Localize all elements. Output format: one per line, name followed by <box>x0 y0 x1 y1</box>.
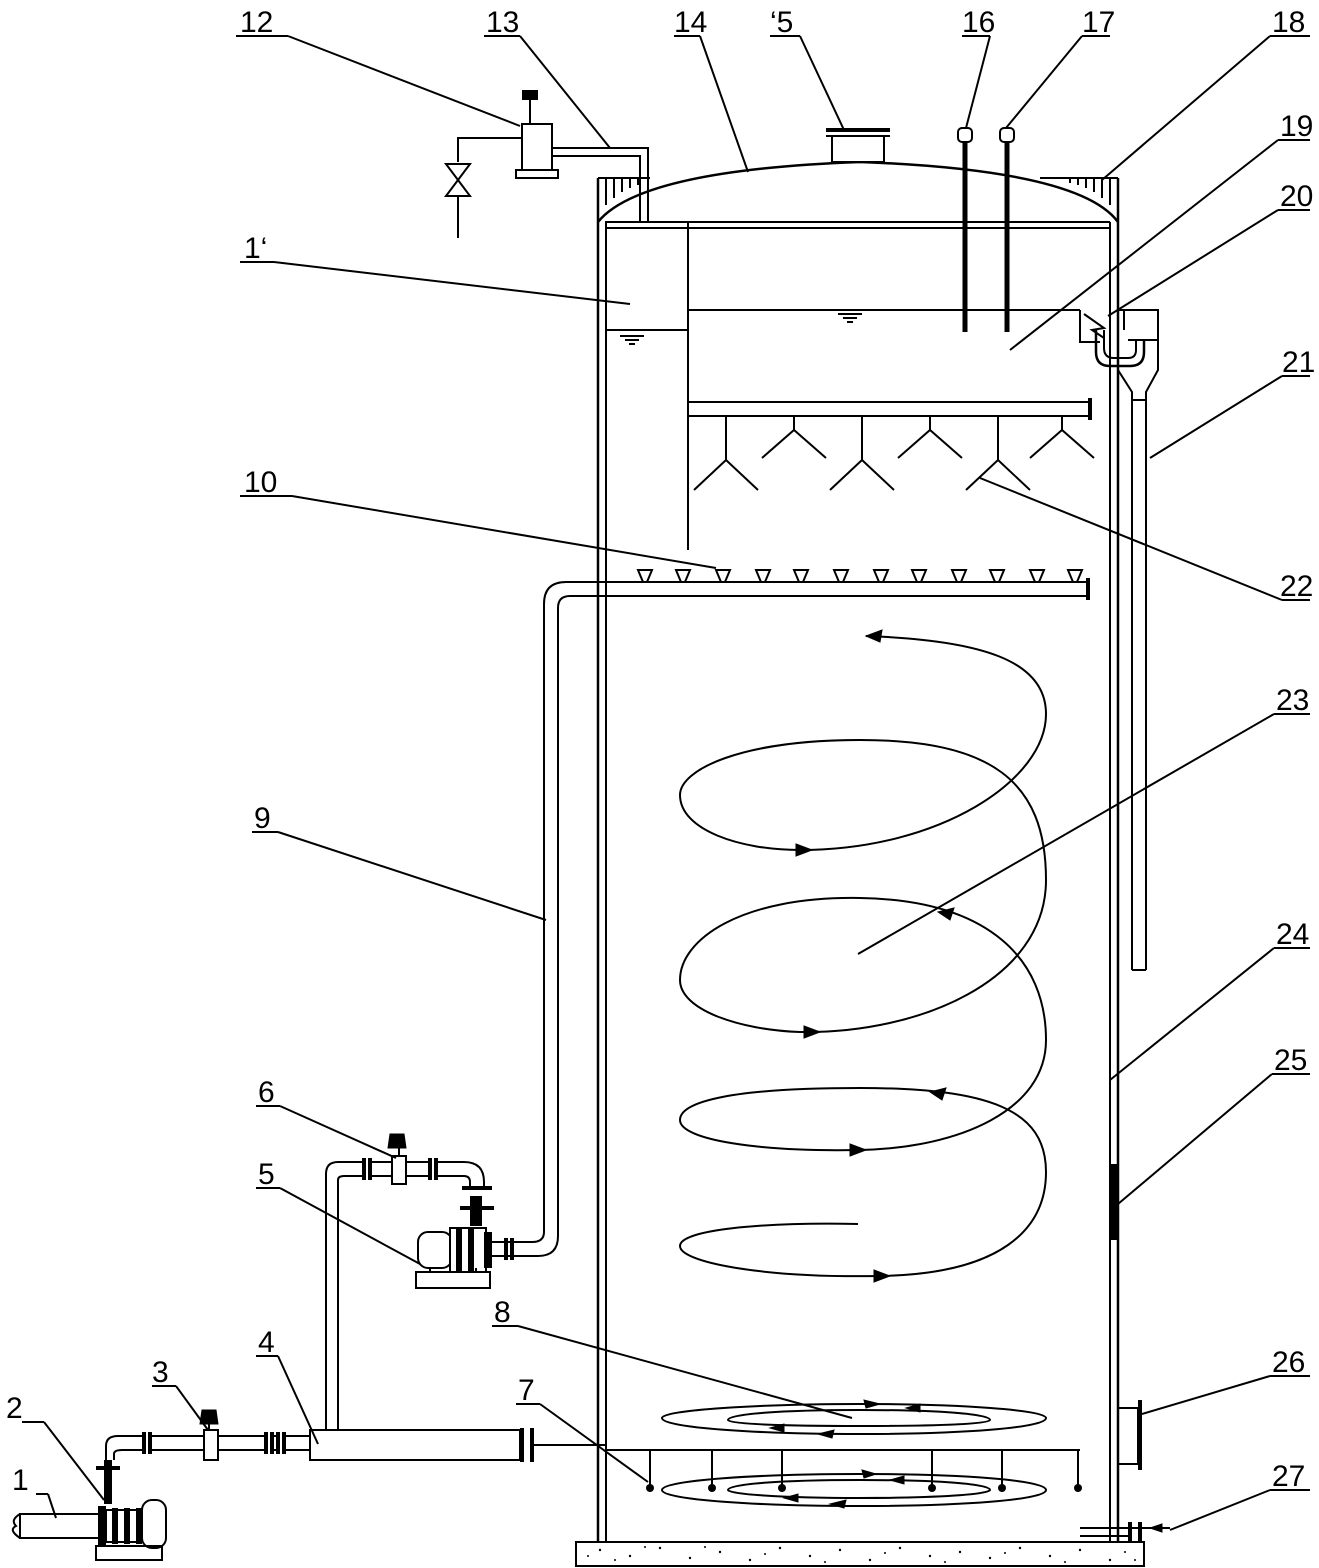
label-14: 14 <box>674 6 707 39</box>
gas-collector-box <box>605 221 1080 550</box>
distribution-header <box>543 569 1090 920</box>
label-13: 13 <box>486 6 519 39</box>
level-probes <box>957 127 1015 332</box>
inlet-pump <box>11 1435 167 1561</box>
side-manhole <box>1117 1400 1142 1470</box>
label-17: 17 <box>1082 6 1115 39</box>
label-20: 20 <box>1280 180 1313 213</box>
gas-outlet-line <box>444 90 649 238</box>
foundation-base <box>575 1541 1145 1567</box>
label-18: 18 <box>1272 6 1305 39</box>
spiral-flow <box>678 629 1048 1283</box>
label-26: 26 <box>1272 1346 1305 1379</box>
riser-pipe <box>518 920 559 1257</box>
label-24: 24 <box>1276 918 1309 951</box>
label-9: 9 <box>254 802 271 835</box>
top-manhole <box>826 128 890 163</box>
label-22: 22 <box>1280 570 1313 603</box>
spray-header <box>688 398 1095 491</box>
label-21: 21 <box>1282 346 1315 379</box>
label-8: 8 <box>494 1296 511 1329</box>
label-10: 10 <box>244 466 277 499</box>
label-19: 19 <box>1280 110 1313 143</box>
label-2: 2 <box>6 1392 23 1425</box>
label-7: 7 <box>518 1374 535 1407</box>
label-11: 1‘ <box>244 232 267 265</box>
label-12: 12 <box>240 6 273 39</box>
label-23: 23 <box>1276 684 1309 717</box>
label-3: 3 <box>152 1356 169 1389</box>
label-5: 5 <box>258 1158 275 1191</box>
external-drain-pipe <box>1131 400 1147 971</box>
label-25: 25 <box>1274 1044 1307 1077</box>
inlet-valve <box>142 1409 310 1461</box>
drain-valve <box>1080 1522 1170 1542</box>
tank-shell <box>596 160 1120 1542</box>
label-15: ‘5 <box>770 6 793 39</box>
circulation-pump <box>415 1196 518 1289</box>
bottom-distributor <box>606 1449 1082 1509</box>
upper-swirl <box>660 1399 1048 1439</box>
callout-labels: 1 2 3 4 5 6 7 8 9 10 1‘ 12 13 14 ‘5 16 1… <box>6 6 1315 1497</box>
inlet-header <box>309 1161 606 1462</box>
label-1: 1 <box>12 1464 29 1497</box>
label-16: 16 <box>962 6 995 39</box>
label-27: 27 <box>1272 1460 1305 1493</box>
leader-lines <box>22 35 1310 1531</box>
sight-glass <box>1109 1164 1119 1240</box>
label-4: 4 <box>258 1326 275 1359</box>
circulation-valve <box>362 1133 492 1190</box>
label-6: 6 <box>258 1076 275 1109</box>
